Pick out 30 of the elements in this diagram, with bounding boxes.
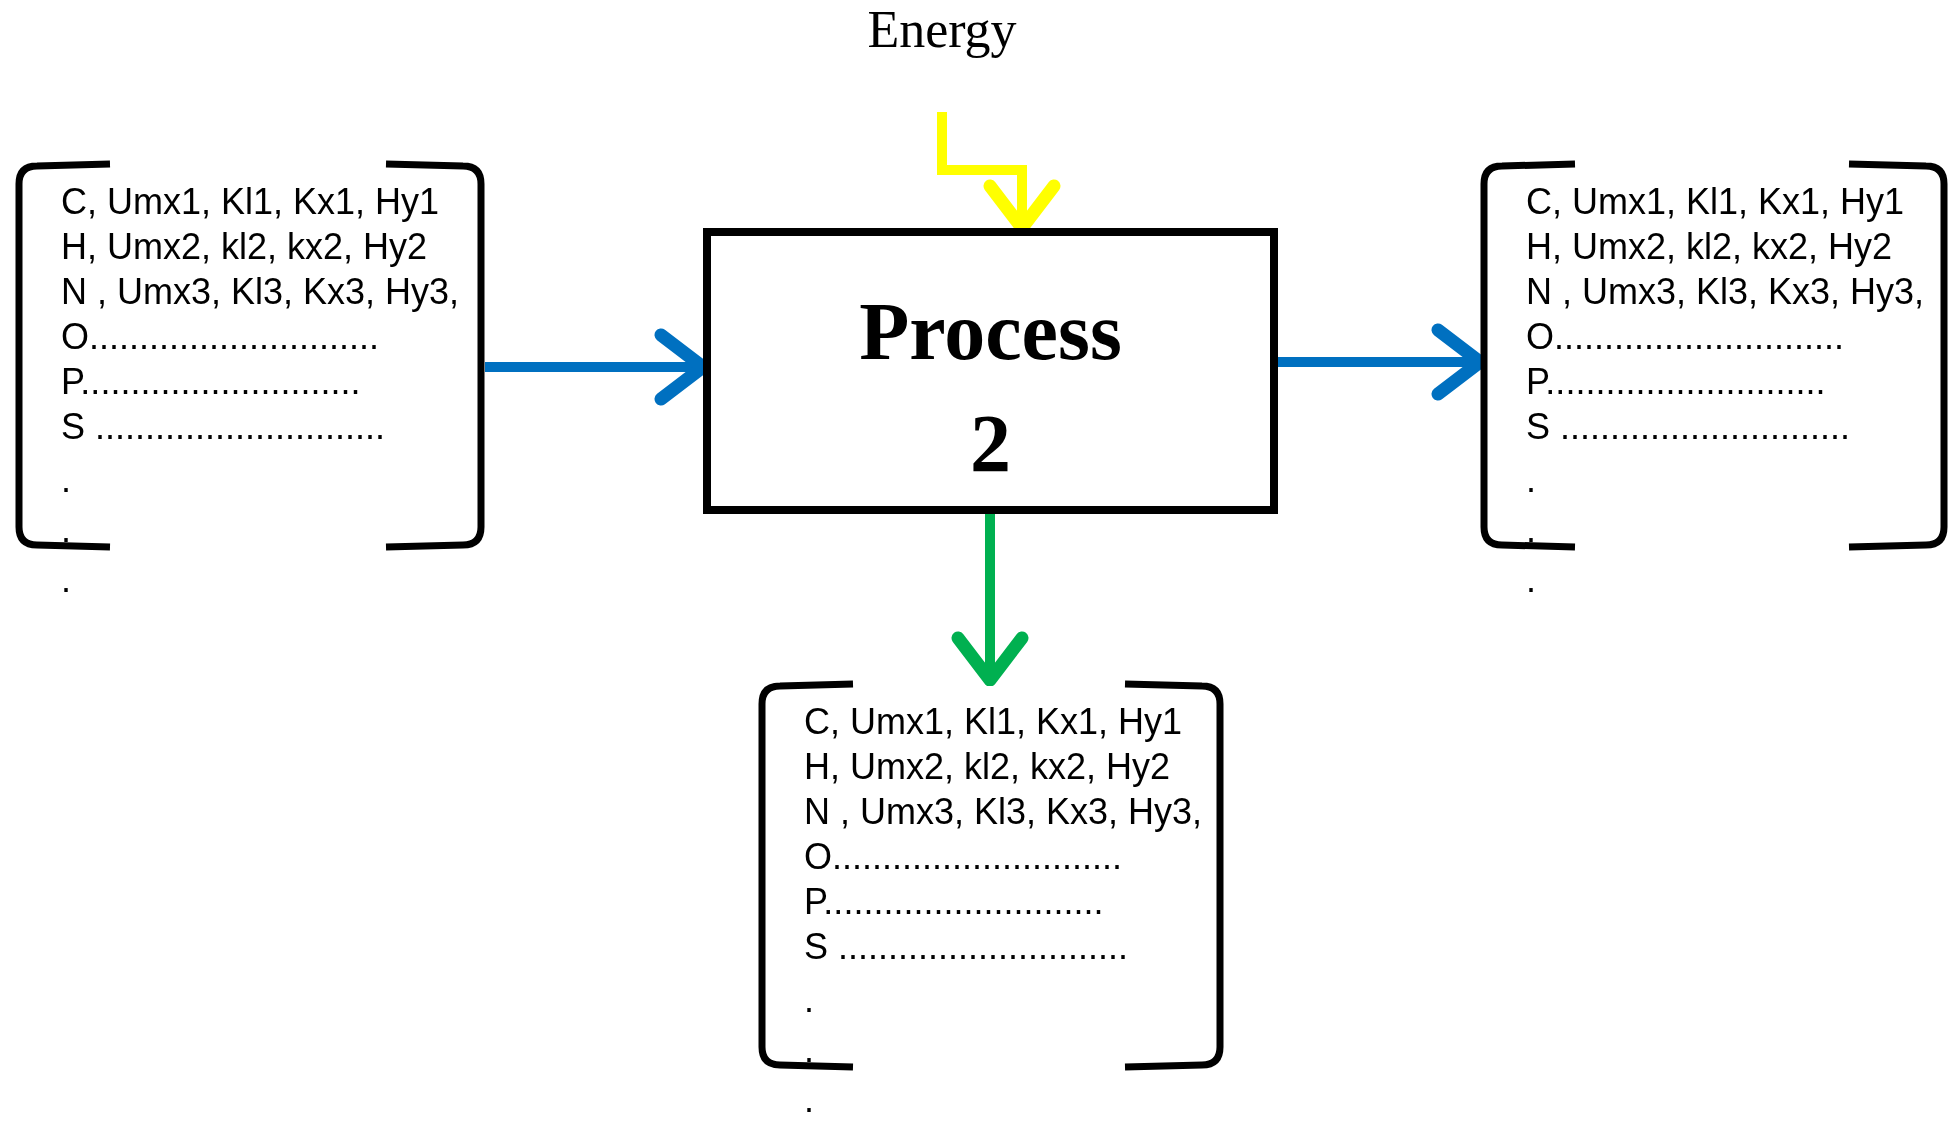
matrix-row: C, Umx1, Kl1, Kx1, Hy1 (804, 702, 1183, 742)
matrix-row: P............................ (1526, 362, 1826, 402)
matrix-row: P............................ (804, 882, 1104, 922)
matrix-row: . (1526, 460, 1536, 500)
matrix-row: N , Umx3, Kl3, Kx3, Hy3, (804, 792, 1203, 832)
matrix-row: . (804, 1030, 814, 1070)
matrix-row: N , Umx3, Kl3, Kx3, Hy3, (61, 272, 460, 312)
matrix-row: C, Umx1, Kl1, Kx1, Hy1 (1526, 182, 1905, 222)
matrix-row: . (61, 460, 71, 500)
matrix-row: O............................. (804, 837, 1123, 877)
matrix-row: H, Umx2, kl2, kx2, Hy2 (1526, 227, 1893, 267)
matrix-row: H, Umx2, kl2, kx2, Hy2 (61, 227, 428, 267)
energy-label: Energy (867, 0, 1017, 60)
matrix-row: H, Umx2, kl2, kx2, Hy2 (804, 747, 1171, 787)
matrix-row: O............................. (61, 317, 380, 357)
matrix-row: N , Umx3, Kl3, Kx3, Hy3, (1526, 272, 1925, 312)
matrix-row: . (804, 1080, 814, 1120)
matrix-row: S ............................. (804, 927, 1129, 967)
matrix-row: . (61, 560, 71, 600)
matrix-row: O............................. (1526, 317, 1845, 357)
matrix-row: . (1526, 560, 1536, 600)
matrix-row: . (61, 510, 71, 550)
matrix-row: P............................ (61, 362, 361, 402)
matrix-row: S ............................. (1526, 407, 1851, 447)
arrow (951, 514, 1029, 687)
matrix-row: . (1526, 510, 1536, 550)
matrix-row: S ............................. (61, 407, 386, 447)
process-box: Process 2 (703, 228, 1278, 514)
matrix-row: C, Umx1, Kl1, Kx1, Hy1 (61, 182, 440, 222)
matrix-row: . (804, 980, 814, 1020)
